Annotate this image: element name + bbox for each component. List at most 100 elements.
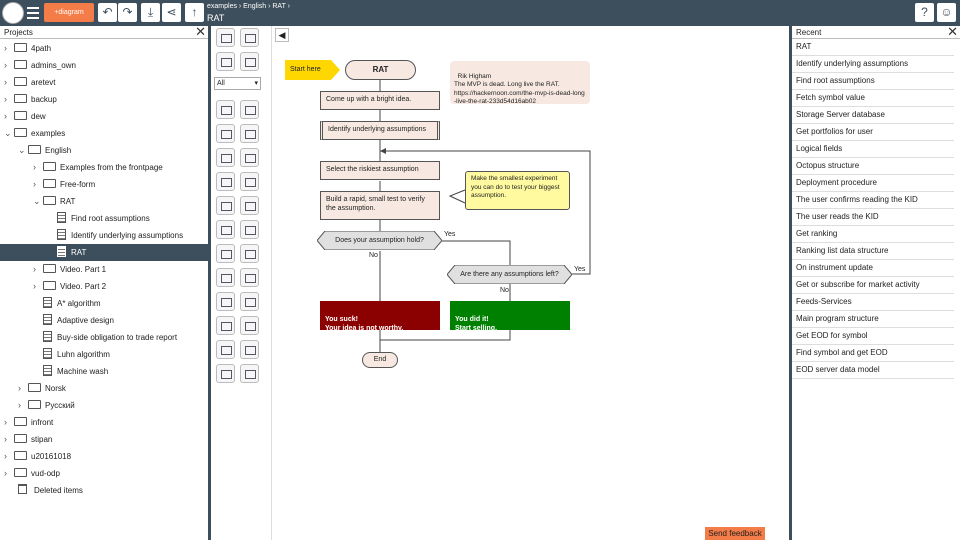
recent-item[interactable]: Identify underlying assumptions [792,56,954,73]
shape-tool-icon[interactable] [240,196,259,215]
user-icon[interactable]: ☺ [937,3,956,22]
recent-item[interactable]: Get portfolios for user [792,124,954,141]
recent-item[interactable]: Get ranking [792,226,954,243]
shape-tool-icon[interactable] [216,316,235,335]
shape-tool-icon[interactable] [216,364,235,383]
chevron-right-icon[interactable]: › [33,162,36,172]
tree-item[interactable]: ›vud-odp [0,465,211,482]
tree-item[interactable]: ›admins_own [0,57,211,74]
new-diagram-button[interactable]: +diagram [44,3,94,22]
shape-tool-icon[interactable] [216,172,235,191]
shape-tool-icon[interactable] [216,220,235,239]
tree-item[interactable]: RAT [0,244,211,261]
menu-icon[interactable] [27,5,39,20]
chevron-right-icon[interactable]: › [4,111,7,121]
end-node[interactable]: End [362,352,398,368]
zoom-icon[interactable] [216,52,235,71]
chevron-down-icon[interactable]: ⌄ [4,128,12,138]
shape-tool-icon[interactable] [216,148,235,167]
recent-item[interactable]: The user reads the KID [792,209,954,226]
breadcrumb[interactable]: examples › English › RAT › [207,3,290,10]
tree-item[interactable]: Adaptive design [0,312,211,329]
recent-item[interactable]: Logical fields [792,141,954,158]
comment-node[interactable]: Rik Higham The MVP is dead. Long live th… [450,61,590,105]
shape-tool-icon[interactable] [240,292,259,311]
chevron-right-icon[interactable]: › [18,383,21,393]
chevron-right-icon[interactable]: › [4,417,7,427]
chevron-down-icon[interactable]: ⌄ [18,145,26,155]
recent-item[interactable]: Feeds-Services [792,294,954,311]
tree-item[interactable]: ›Русский [0,397,211,414]
tree-item[interactable]: Buy-side obligation to trade report [0,329,211,346]
chevron-down-icon[interactable]: ⌄ [33,196,41,206]
recent-item[interactable]: Get or subscribe for market activity [792,277,954,294]
notes-icon[interactable] [216,28,235,47]
recent-item[interactable]: Main program structure [792,311,954,328]
app-logo[interactable] [2,2,24,24]
recent-item[interactable]: Find symbol and get EOD [792,345,954,362]
tree-item[interactable]: ›u20161018 [0,448,211,465]
fail-node[interactable]: You suck! Your idea is not worthy. [320,301,440,332]
shape-tool-icon[interactable] [240,316,259,335]
tree-item[interactable]: Identify underlying assumptions [0,227,211,244]
diagram-title-node[interactable]: RAT [345,60,416,80]
redo-icon[interactable]: ↷ [118,3,137,22]
close-icon[interactable]: ✕ [947,24,958,39]
shape-tool-icon[interactable] [240,244,259,263]
tree-item[interactable]: ›infront [0,414,211,431]
recent-item[interactable]: RAT [792,39,954,56]
shape-tool-icon[interactable] [216,100,235,119]
chevron-right-icon[interactable]: › [33,281,36,291]
tree-item[interactable]: Luhn algorithm [0,346,211,363]
recent-item[interactable]: Get EOD for symbol [792,328,954,345]
share-icon[interactable]: ⋖ [162,3,181,22]
recent-item[interactable]: Fetch symbol value [792,90,954,107]
tree-item[interactable]: ›Free-form [0,176,211,193]
tree-item[interactable]: ›backup [0,91,211,108]
action-step2[interactable]: Identify underlying assumptions [320,121,440,140]
upload-icon[interactable]: ↑ [185,3,204,22]
tree-item[interactable]: ⌄RAT [0,193,211,210]
tree-item[interactable]: ›Video. Part 2 [0,278,211,295]
tree-item[interactable]: ›4path [0,40,211,57]
shape-tool-icon[interactable] [240,220,259,239]
recent-item[interactable]: Find root assumptions [792,73,954,90]
chevron-right-icon[interactable]: › [4,60,7,70]
shape-tool-icon[interactable] [216,124,235,143]
action-step1[interactable]: Come up with a bright idea. [320,91,440,110]
send-feedback-button[interactable]: Send feedback [705,527,765,540]
collapse-palette-button[interactable]: ◀ [275,28,289,42]
tree-item[interactable]: ›Norsk [0,380,211,397]
tree-item[interactable]: ⌄examples [0,125,211,142]
recent-item[interactable]: Deployment procedure [792,175,954,192]
shape-tool-icon[interactable] [216,340,235,359]
help-icon[interactable]: ? [915,3,934,22]
action-step4[interactable]: Build a rapid, small test to verify the … [320,191,440,220]
shape-tool-icon[interactable] [240,364,259,383]
shape-tool-icon[interactable] [216,292,235,311]
shape-tool-icon[interactable] [240,148,259,167]
chevron-right-icon[interactable]: › [4,94,7,104]
recent-item[interactable]: On instrument update [792,260,954,277]
recent-item[interactable]: Octopus structure [792,158,954,175]
question2-node[interactable]: Are there any assumptions left? [447,265,572,284]
chevron-right-icon[interactable]: › [4,434,7,444]
tree-item[interactable]: ›Examples from the frontpage [0,159,211,176]
start-here-label[interactable]: Start here [285,60,340,80]
action-step3[interactable]: Select the riskiest assumption [320,161,440,180]
shape-tool-icon[interactable] [240,100,259,119]
tree-item[interactable]: Deleted items [0,482,211,499]
tree-item[interactable]: ›Video. Part 1 [0,261,211,278]
tree-item[interactable]: ›aretevt [0,74,211,91]
recent-item[interactable]: Storage Server database [792,107,954,124]
palette-filter-select[interactable]: All ▾ [214,77,261,90]
tree-item[interactable]: Find root assumptions [0,210,211,227]
shape-tool-icon[interactable] [216,244,235,263]
shape-tool-icon[interactable] [240,340,259,359]
chevron-right-icon[interactable]: › [4,43,7,53]
tree-item[interactable]: A* algorithm [0,295,211,312]
close-icon[interactable]: ✕ [195,24,206,39]
chevron-right-icon[interactable]: › [33,264,36,274]
tree-item[interactable]: Machine wash [0,363,211,380]
chevron-right-icon[interactable]: › [18,400,21,410]
